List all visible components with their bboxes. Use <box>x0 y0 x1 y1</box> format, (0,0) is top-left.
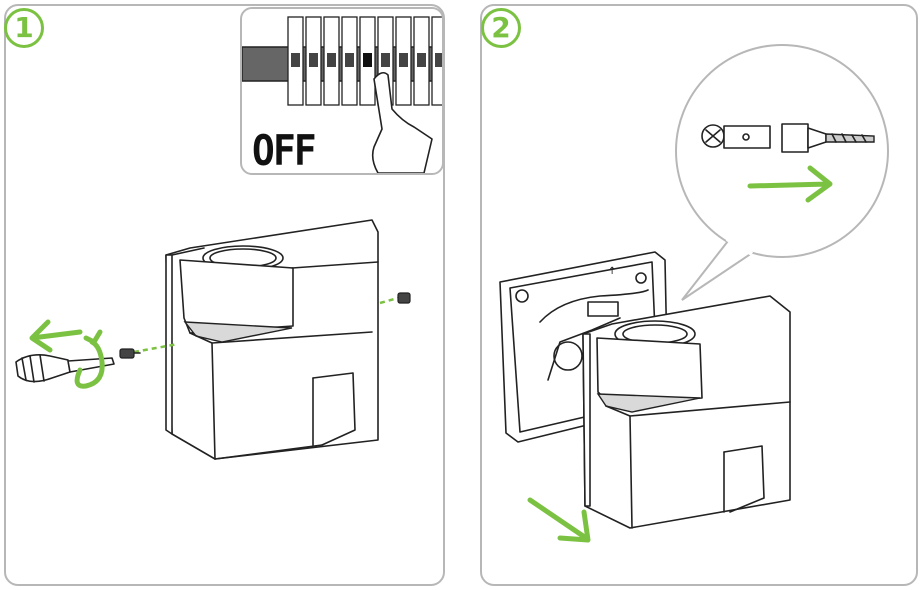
screw-icon-left <box>119 348 141 359</box>
step-number-badge-2: 2 <box>481 8 521 48</box>
direction-arrow-left-icon <box>29 319 83 353</box>
breaker-toggle <box>381 53 390 67</box>
breaker-toggle <box>399 53 408 67</box>
rotation-arrow-head <box>83 329 103 345</box>
breaker-toggle <box>345 53 354 67</box>
breaker-toggle <box>435 53 442 67</box>
rotation-arrow-icon <box>74 339 105 389</box>
direction-arrow-down-right-icon <box>527 497 591 543</box>
up-label-icon: ↑ <box>608 266 616 277</box>
breaker-toggle <box>327 53 336 67</box>
screw-icon-right <box>397 292 411 304</box>
breaker-toggle <box>291 53 300 67</box>
screw-path-left <box>133 342 179 354</box>
off-label: OFF <box>252 126 317 175</box>
breaker-toggle <box>417 53 426 67</box>
wiring-callout <box>675 44 889 301</box>
breaker-inset: OFF <box>240 7 444 175</box>
wire-connector-icon <box>781 123 875 153</box>
circuit-breaker-icon <box>242 16 442 173</box>
terminal-screw-icon <box>701 124 771 149</box>
hand-icon <box>371 71 433 173</box>
screw-path-right <box>379 296 399 305</box>
step-number-badge-1: 1 <box>4 8 44 48</box>
lamp-body-step-1 <box>165 219 379 460</box>
direction-arrow-right-icon <box>747 165 833 203</box>
breaker-toggle <box>309 53 318 67</box>
breaker-toggle <box>363 53 372 67</box>
lamp-body-step-2 <box>582 295 791 529</box>
